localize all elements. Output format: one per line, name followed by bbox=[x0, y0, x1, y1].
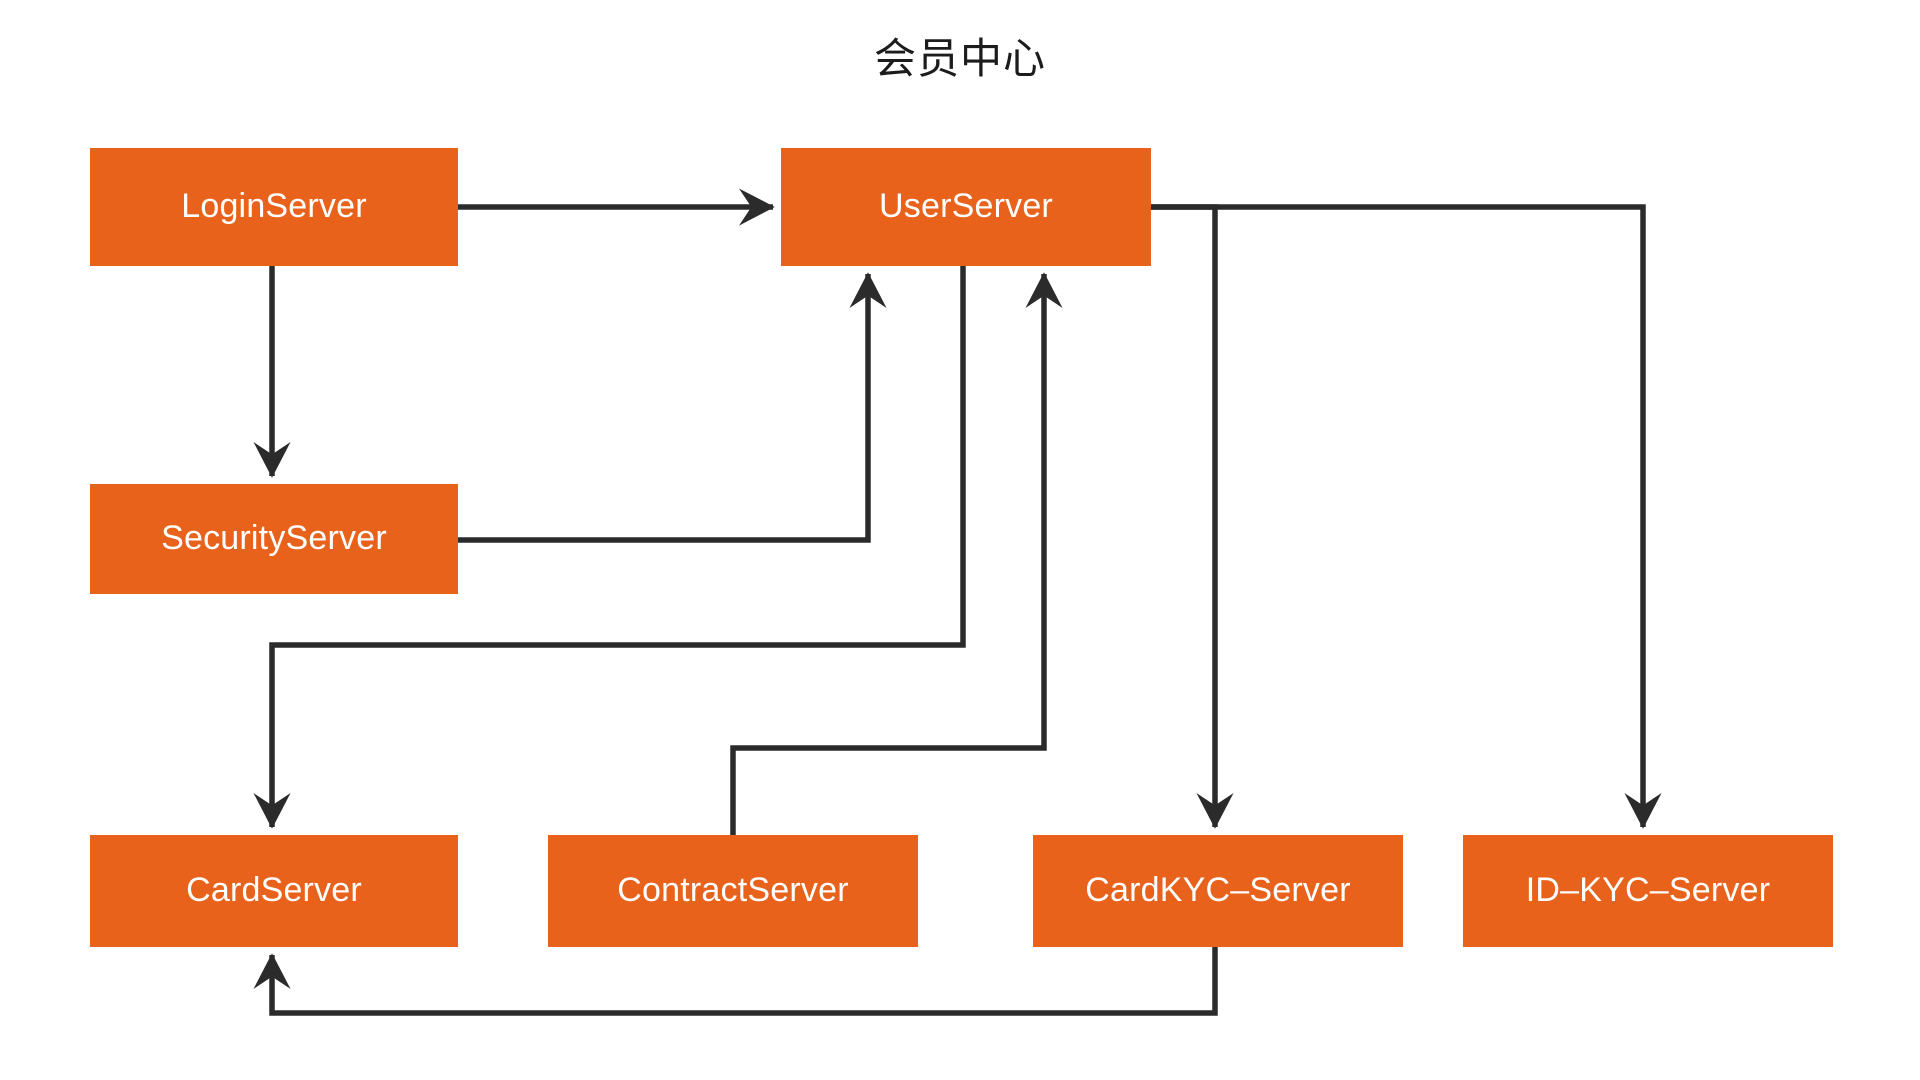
edge-security-to-user bbox=[458, 272, 887, 543]
node-idkyc-server[interactable]: ID–KYC–Server bbox=[1463, 835, 1833, 947]
node-security-server-label: SecurityServer bbox=[161, 519, 387, 558]
node-card-server[interactable]: CardServer bbox=[90, 835, 458, 947]
node-user-server[interactable]: UserServer bbox=[781, 148, 1151, 266]
edge-contract-to-user bbox=[730, 272, 1063, 835]
node-idkyc-server-label: ID–KYC–Server bbox=[1525, 871, 1771, 910]
edge-user-to-idkyc bbox=[1151, 204, 1662, 829]
node-card-server-label: CardServer bbox=[186, 871, 362, 910]
node-contract-server[interactable]: ContractServer bbox=[548, 835, 918, 947]
edge-cardkyc-to-card bbox=[253, 947, 1218, 1016]
node-login-server-label: LoginServer bbox=[181, 187, 367, 226]
page-title: 会员中心 bbox=[873, 35, 1046, 82]
node-user-server-label: UserServer bbox=[879, 187, 1053, 226]
edge-user-to-cardkyc bbox=[1151, 204, 1234, 829]
node-cardkyc-server[interactable]: CardKYC–Server bbox=[1033, 835, 1403, 947]
node-cardkyc-server-label: CardKYC–Server bbox=[1085, 871, 1351, 910]
node-security-server[interactable]: SecurityServer bbox=[90, 484, 458, 594]
node-login-server[interactable]: LoginServer bbox=[90, 148, 458, 266]
node-contract-server-label: ContractServer bbox=[617, 871, 849, 910]
